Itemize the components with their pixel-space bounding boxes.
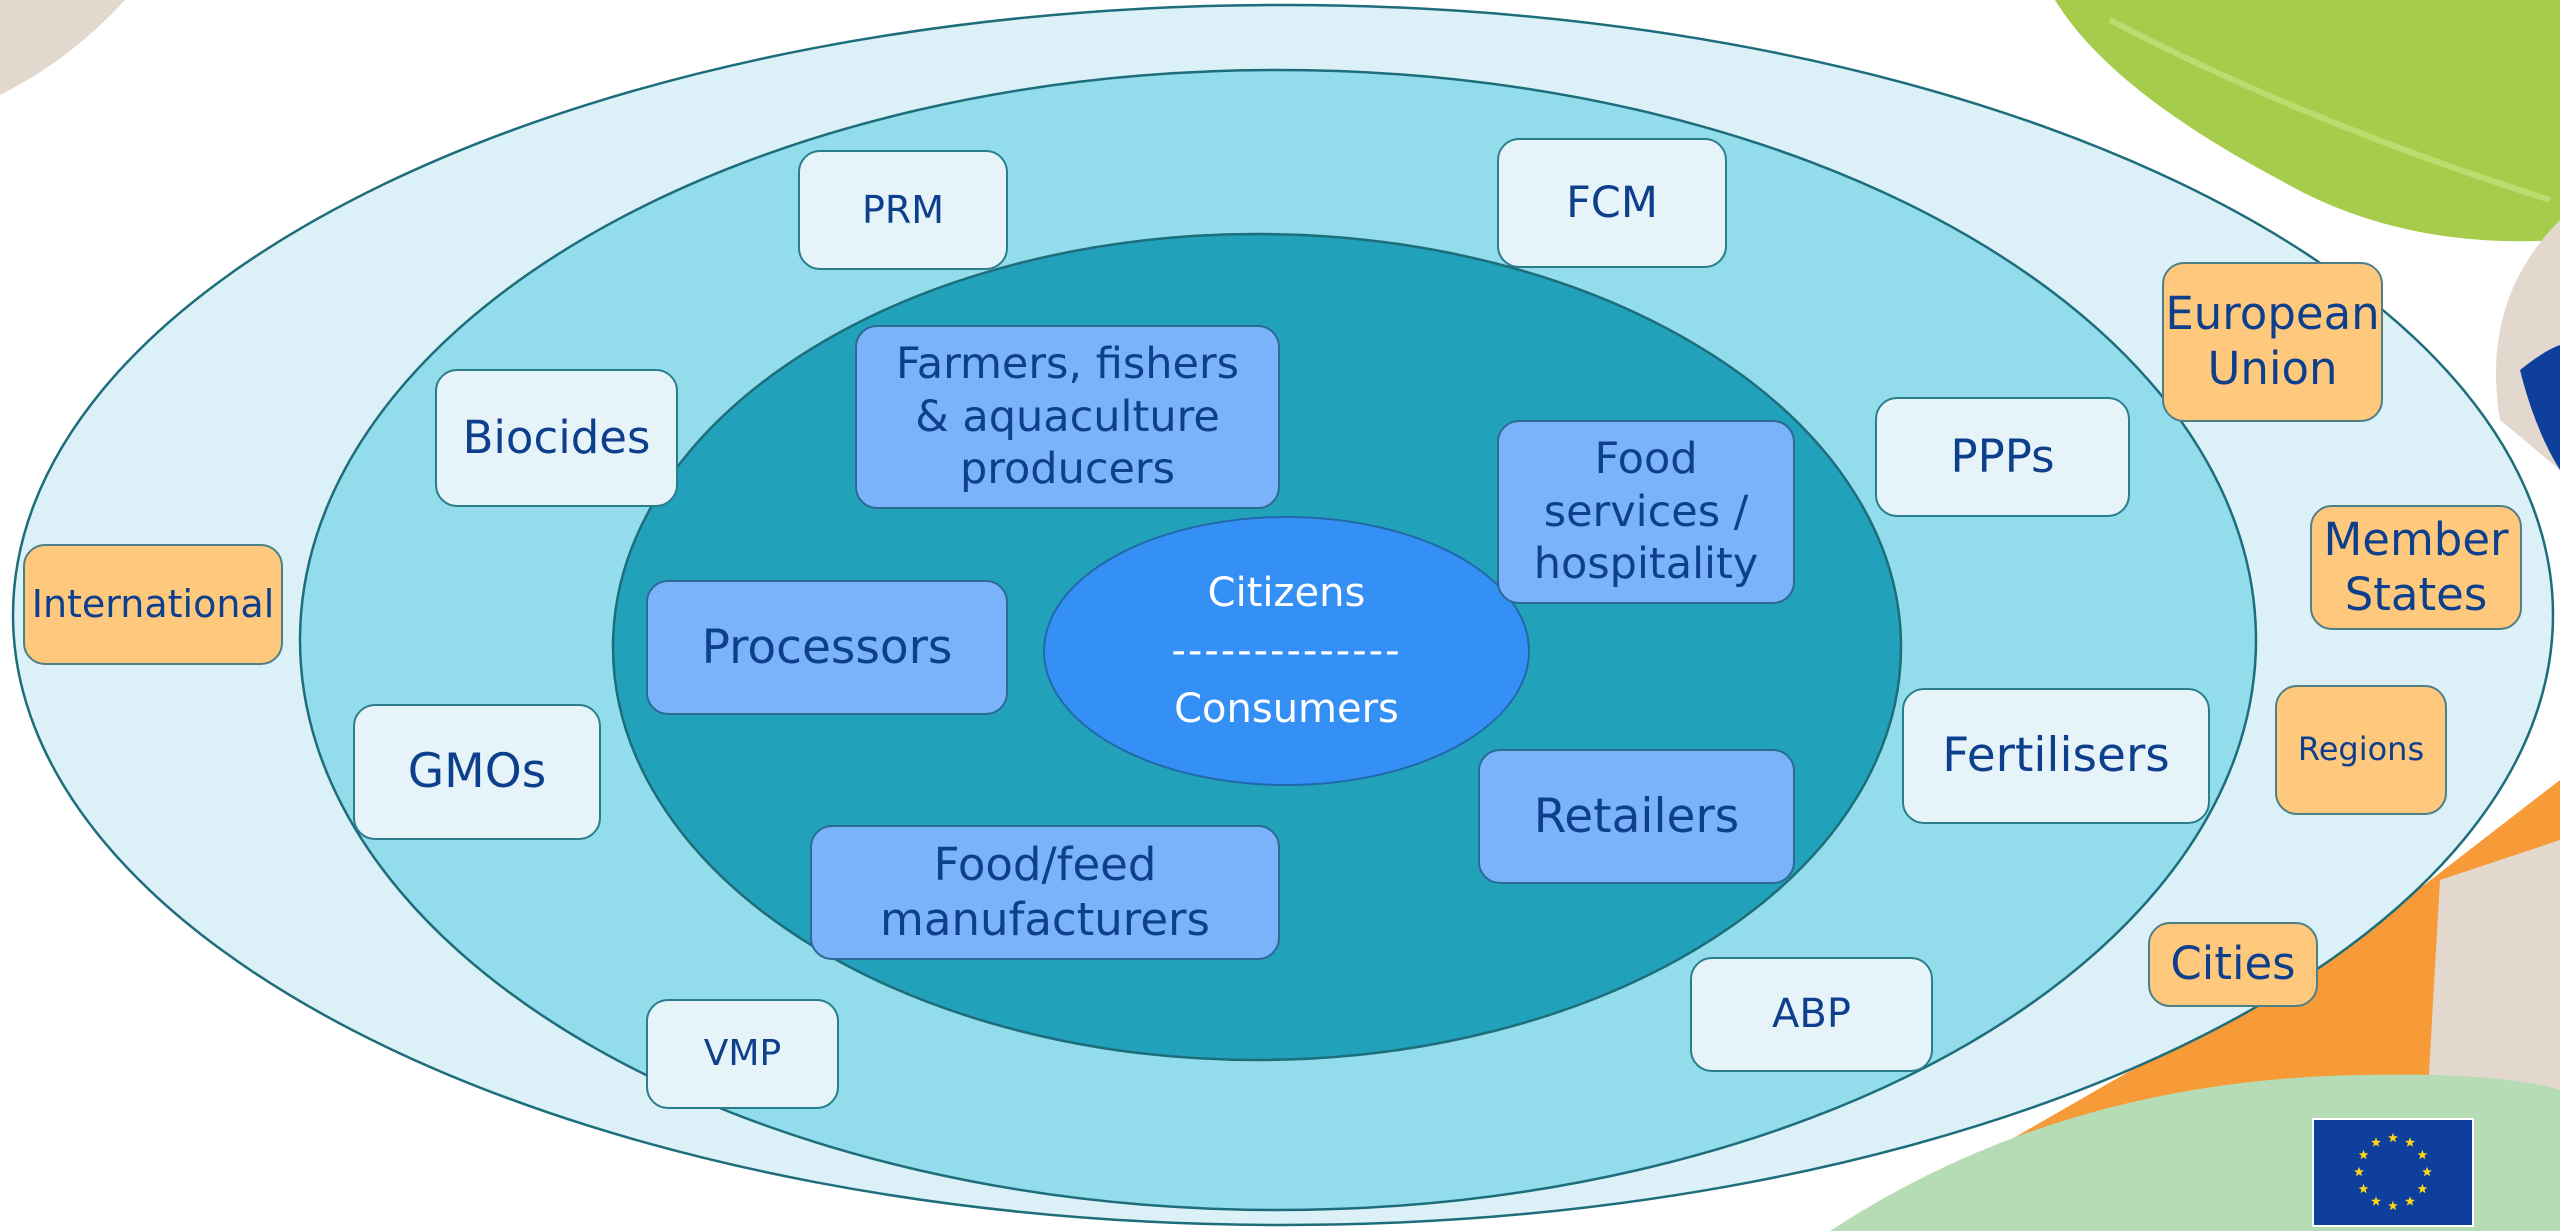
level-label-regions: Regions [2297, 730, 2425, 769]
eu-flag-star [2354, 1166, 2364, 1177]
core-divider: -------------- [1171, 628, 1402, 674]
regulatory-box-ppps: PPPs [1875, 397, 2130, 517]
eu-flag-star [2417, 1149, 2428, 1160]
regulatory-box-biocides: Biocides [435, 369, 678, 507]
eu-flag-star [2422, 1166, 2432, 1177]
citizens-label: Citizens [1207, 570, 1366, 616]
actor-label-retailers: Retailers [1533, 788, 1740, 844]
eu-flag-star [2371, 1196, 2381, 1206]
level-label-cities: Cities [2170, 937, 2296, 991]
bottom-right-orange-shape [2010, 780, 2560, 1140]
regulatory-box-gmos: GMOs [353, 704, 601, 840]
regulatory-label-prm: PRM [861, 187, 945, 232]
level-label-member-states: Member States [2323, 512, 2509, 621]
actor-label-processors: Processors [701, 619, 953, 675]
level-label-european-union: European Union [2165, 287, 2380, 395]
level-box-cities: Cities [2148, 922, 2318, 1007]
top-right-leaf-shape [2055, 0, 2560, 242]
actor-label-food-services: Food services / hospitality [1533, 434, 1759, 590]
actor-box-manufacturers: Food/feed manufacturers [810, 825, 1280, 960]
level-label-international: International [31, 582, 275, 627]
regulatory-box-prm: PRM [798, 150, 1008, 270]
level-box-european-union: European Union [2162, 262, 2383, 422]
eu-flag-star [2358, 1183, 2369, 1194]
regulatory-box-abp: ABP [1690, 957, 1933, 1072]
eu-flag-star [2358, 1149, 2369, 1160]
citizens-consumers-core: Citizens -------------- Consumers [1043, 516, 1530, 786]
eu-flag-star [2388, 1132, 2398, 1143]
top-right-leaf-vein [2108, 17, 2551, 203]
top-left-decor-shape [0, 0, 125, 95]
eu-flag-star [2371, 1137, 2381, 1147]
eu-flag-star [2417, 1183, 2428, 1194]
regulatory-label-vmp: VMP [703, 1033, 782, 1075]
regulatory-label-ppps: PPPs [1950, 429, 2055, 483]
actor-box-food-services: Food services / hospitality [1497, 420, 1795, 604]
actor-box-processors: Processors [646, 580, 1008, 715]
regulatory-label-biocides: Biocides [462, 410, 651, 464]
regulatory-box-vmp: VMP [646, 999, 839, 1109]
eu-flag-logo [2312, 1118, 2474, 1227]
regulatory-label-fcm: FCM [1566, 177, 1658, 228]
level-box-regions: Regions [2275, 685, 2447, 815]
actor-box-retailers: Retailers [1478, 749, 1795, 884]
consumers-label: Consumers [1174, 686, 1399, 732]
regulatory-box-fcm: FCM [1497, 138, 1727, 268]
eu-flag-star [2388, 1200, 2398, 1211]
level-box-member-states: Member States [2310, 505, 2522, 630]
regulatory-label-fertilisers: Fertilisers [1942, 728, 2170, 784]
regulatory-label-abp: ABP [1772, 991, 1851, 1038]
regulatory-label-gmos: GMOs [407, 744, 547, 800]
regulatory-box-fertilisers: Fertilisers [1902, 688, 2210, 824]
actor-label-farmers: Farmers, fishers & aquaculture producers [895, 339, 1240, 495]
actor-label-manufacturers: Food/feed manufacturers [880, 837, 1210, 946]
actor-box-farmers: Farmers, fishers & aquaculture producers [855, 325, 1280, 509]
eu-flag-star [2405, 1137, 2415, 1147]
level-box-international: International [23, 544, 283, 665]
eu-flag-star [2405, 1196, 2415, 1206]
right-blue-shape [2520, 345, 2560, 470]
